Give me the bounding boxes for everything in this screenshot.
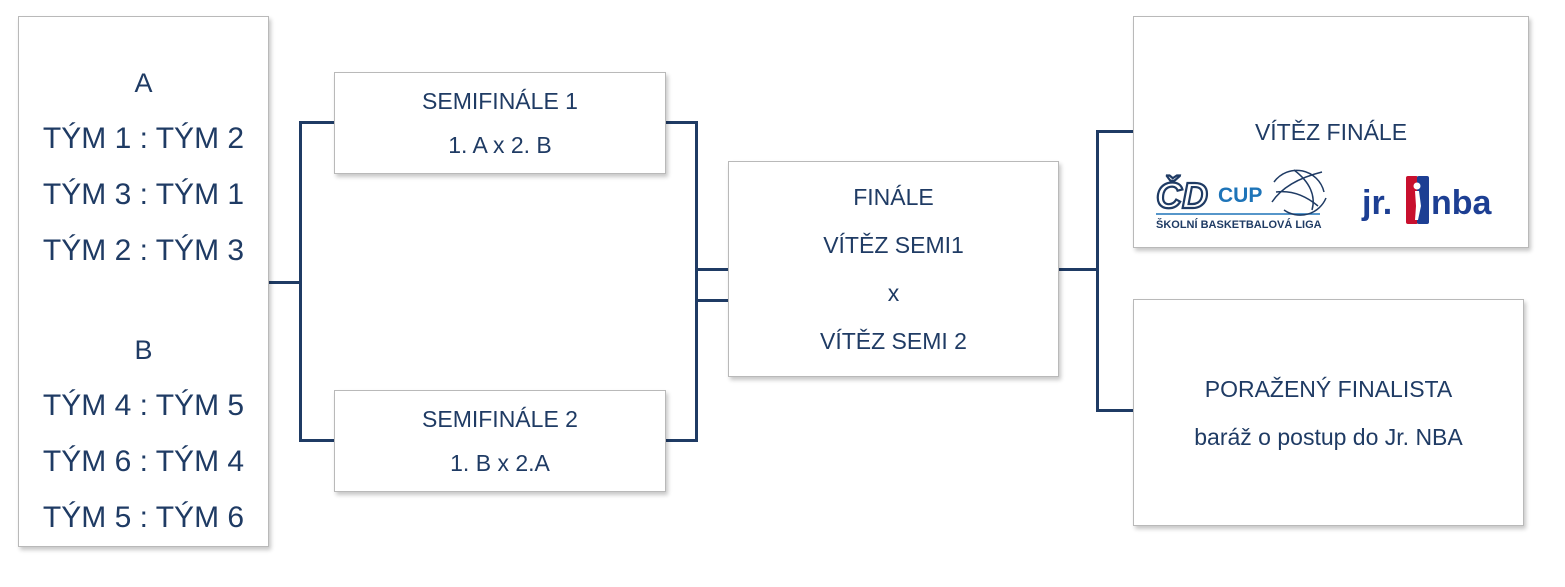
- cd-mark: ČD: [1156, 174, 1208, 216]
- connector-semi2-up: [695, 268, 698, 442]
- semifinal-2-box: SEMIFINÁLE 2 1. B x 2.A: [334, 390, 666, 492]
- final-title: FINÁLE: [853, 184, 934, 210]
- sponsor-logos: ČD CUP ŠKOLNÍ BASKETBALOVÁ LIGA jr.: [1134, 162, 1528, 242]
- group-b-match-3: TÝM 5 : TÝM 6: [42, 501, 245, 534]
- group-b-match-2: TÝM 6 : TÝM 4: [42, 445, 245, 478]
- jr-text: jr.: [1361, 184, 1392, 222]
- groups-box: A TÝM 1 : TÝM 2 TÝM 3 : TÝM 1 TÝM 2 : TÝ…: [18, 16, 269, 547]
- cd-cup-subtitle: ŠKOLNÍ BASKETBALOVÁ LIGA: [1156, 218, 1322, 231]
- connector-to-semi2: [299, 439, 334, 442]
- final-box: FINÁLE VÍTĚZ SEMI1 x VÍTĚZ SEMI 2: [728, 161, 1059, 377]
- group-a-match-2: TÝM 3 : TÝM 1: [42, 178, 245, 211]
- final-versus: x: [887, 280, 900, 306]
- loser-title: PORAŽENÝ FINALISTA: [1204, 375, 1453, 402]
- loser-subtitle: baráž o postup do Jr. NBA: [1194, 423, 1463, 450]
- final-winner-semi2: VÍTĚZ SEMI 2: [820, 328, 967, 354]
- group-b-name: B: [134, 335, 153, 365]
- connector-semi1-down: [695, 121, 698, 302]
- nba-logoman-icon: [1406, 176, 1429, 224]
- group-a-match-3: TÝM 2 : TÝM 3: [42, 234, 245, 267]
- jr-nba-logo: jr. nba: [1361, 176, 1493, 224]
- cd-cup-word: CUP: [1218, 184, 1262, 207]
- connector-groups-out: [269, 281, 301, 284]
- connector-semi1-out: [666, 121, 697, 124]
- connector-groups-vertical: [299, 121, 302, 442]
- semifinal-2-pairing: 1. B x 2.A: [450, 450, 550, 476]
- group-b-match-1: TÝM 4 : TÝM 5: [42, 389, 245, 422]
- semifinal-1-title: SEMIFINÁLE 1: [422, 88, 578, 114]
- connector-to-final-lower: [695, 299, 728, 302]
- cd-cup-logo: ČD CUP ŠKOLNÍ BASKETBALOVÁ LIGA: [1155, 169, 1327, 231]
- group-a-name: A: [134, 68, 153, 98]
- connector-to-loser: [1096, 409, 1133, 412]
- connector-final-vertical: [1096, 130, 1099, 412]
- connector-to-final-upper: [695, 268, 728, 271]
- group-a-match-1: TÝM 1 : TÝM 2: [42, 122, 245, 155]
- winner-box: VÍTĚZ FINÁLE ČD CUP ŠKOLNÍ BASKETBALOVÁ …: [1133, 16, 1529, 248]
- connector-to-winner: [1096, 130, 1133, 133]
- winner-title: VÍTĚZ FINÁLE: [1254, 119, 1408, 145]
- nba-text: nba: [1431, 184, 1493, 222]
- semifinal-1-pairing: 1. A x 2. B: [448, 132, 552, 158]
- semifinal-2-title: SEMIFINÁLE 2: [422, 406, 578, 432]
- connector-semi2-out: [666, 439, 697, 442]
- connector-final-out: [1059, 268, 1098, 271]
- final-winner-semi1: VÍTĚZ SEMI1: [823, 232, 964, 258]
- connector-to-semi1: [299, 121, 334, 124]
- semifinal-1-box: SEMIFINÁLE 1 1. A x 2. B: [334, 72, 666, 174]
- logos-svg: ČD CUP ŠKOLNÍ BASKETBALOVÁ LIGA jr.: [1155, 169, 1493, 231]
- loser-box: PORAŽENÝ FINALISTA baráž o postup do Jr.…: [1133, 299, 1524, 526]
- basketball-icon: [1271, 169, 1327, 216]
